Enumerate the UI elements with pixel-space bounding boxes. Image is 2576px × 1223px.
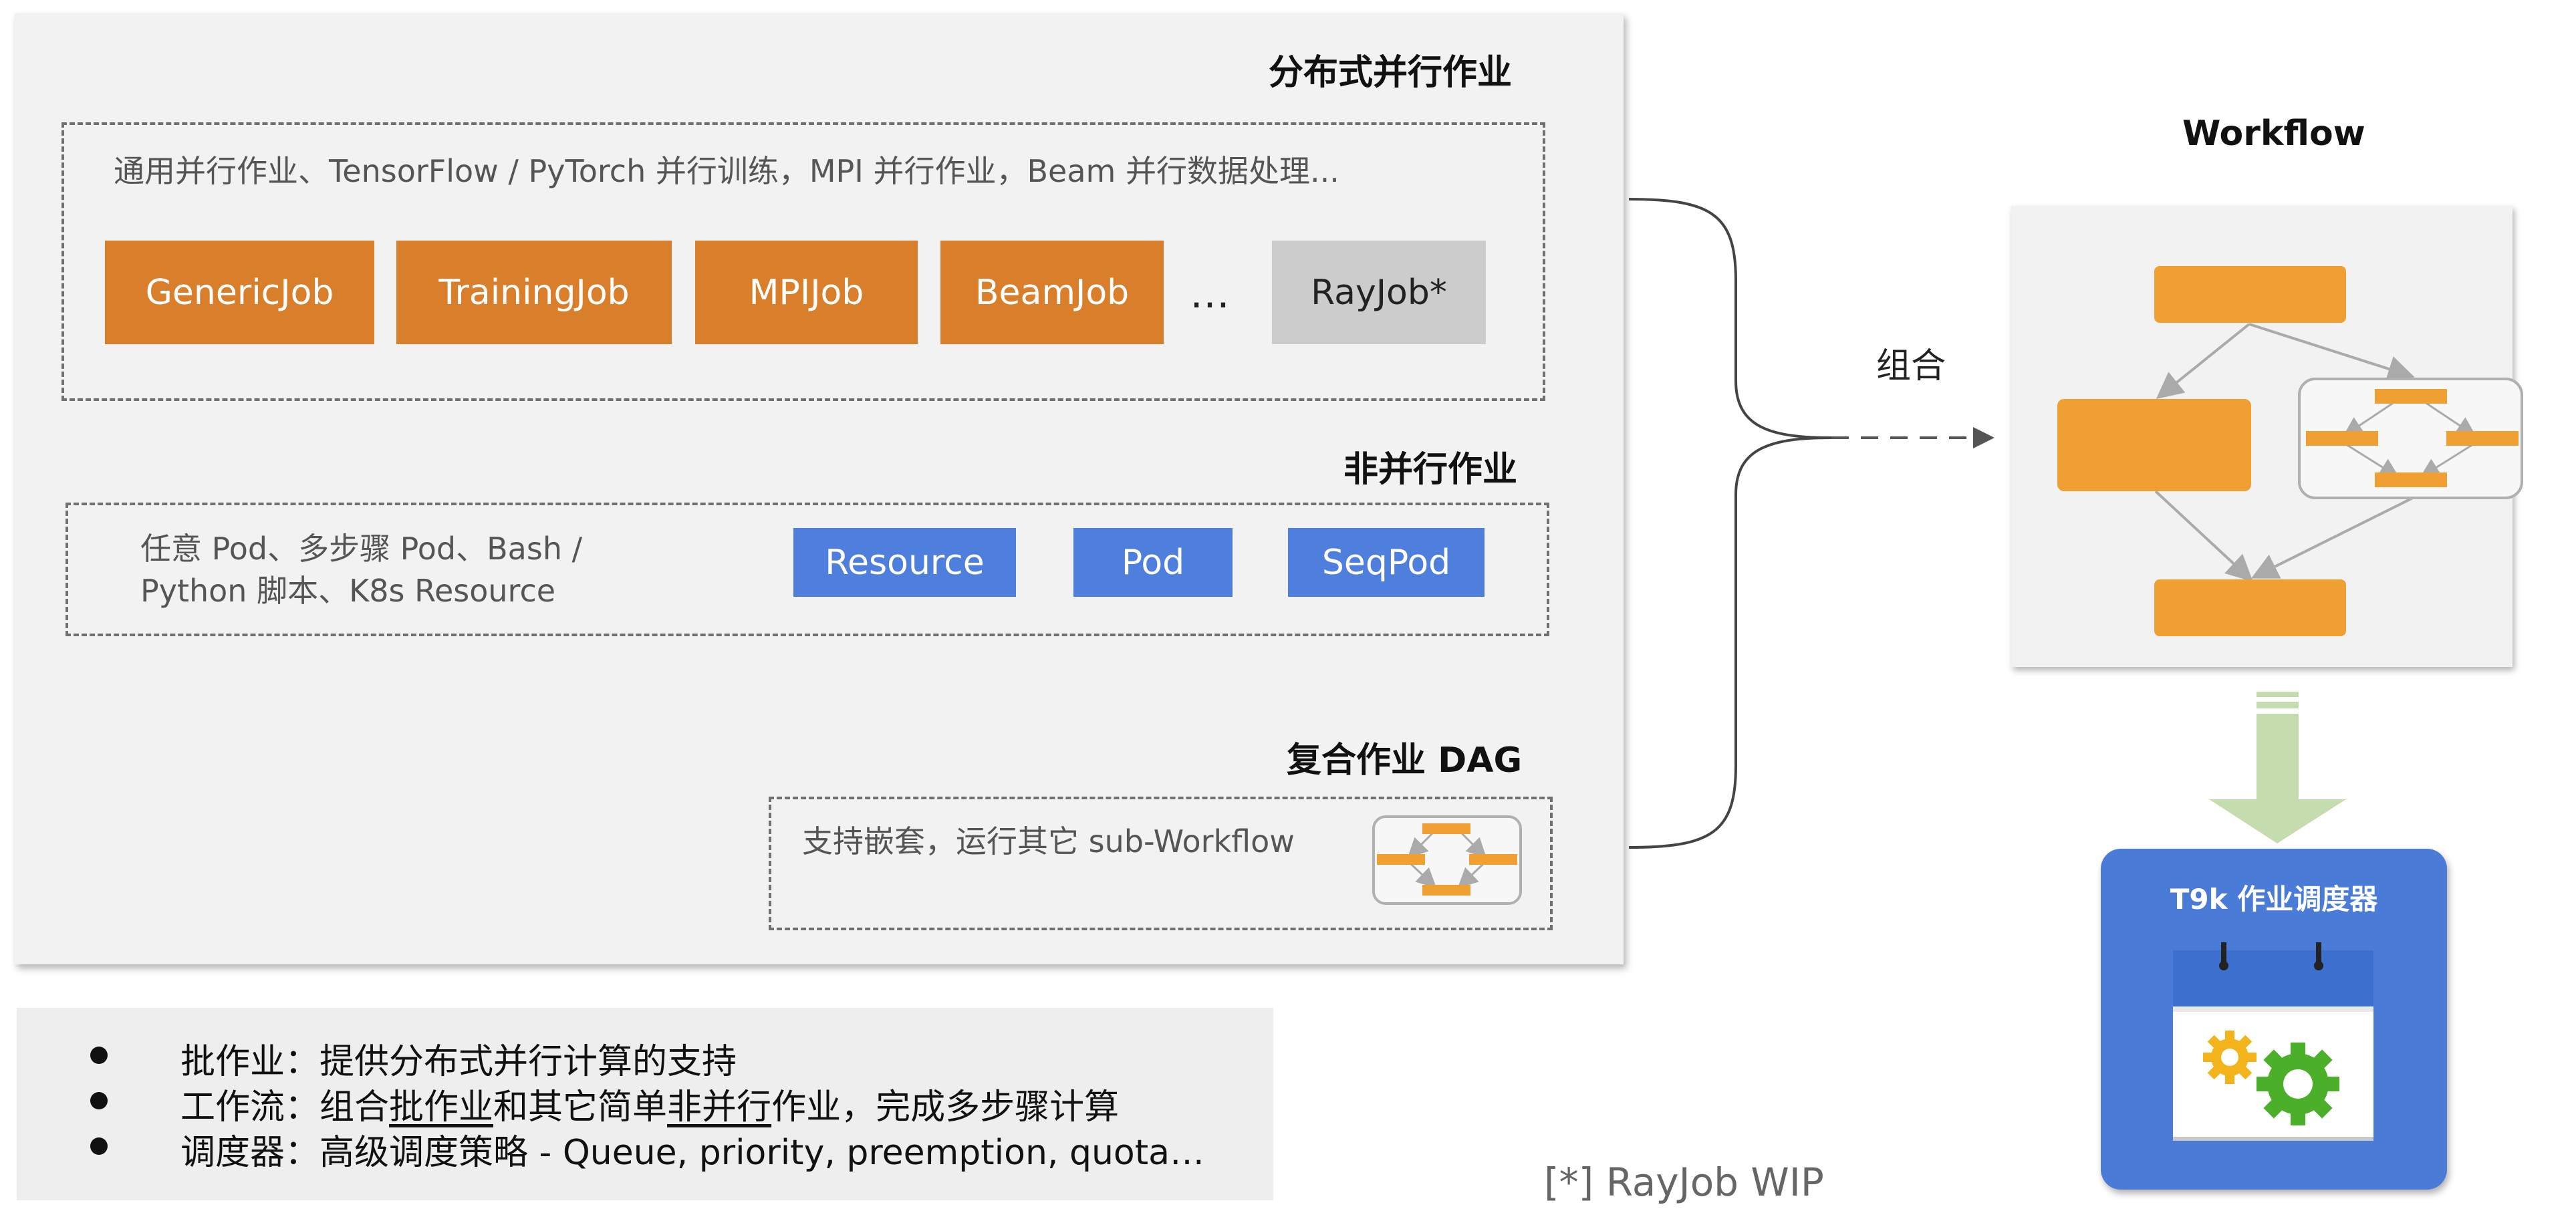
mini-dag-icon xyxy=(1372,815,1522,905)
seqpod-job-box: SeqPod xyxy=(1288,528,1485,597)
scheduler-title: T9k 作业调度器 xyxy=(2170,883,2378,916)
dag-jobs-description: 支持嵌套，运行其它 sub-Workflow xyxy=(802,823,1295,859)
workflow-node-top xyxy=(2154,266,2346,323)
workflow-title: Workflow xyxy=(2182,114,2365,154)
non-parallel-description-line1: 任意 Pod、多步骤 Pod、Bash / xyxy=(140,531,583,567)
rayjob-footnote: [*] RayJob WIP xyxy=(1544,1160,1824,1205)
calendar-gears-icon xyxy=(2173,942,2373,1141)
resource-job-box: Resource xyxy=(793,528,1016,597)
combine-label: 组合 xyxy=(1876,346,1946,386)
job-types-panel xyxy=(15,13,1624,964)
dag-jobs-title: 复合作业 DAG xyxy=(1287,740,1523,781)
beam-job-box: BeamJob xyxy=(940,241,1164,344)
non-parallel-description-line2: Python 脚本、K8s Resource xyxy=(140,573,556,609)
more-jobs-ellipsis: … xyxy=(1190,271,1230,317)
mpi-job-box: MPIJob xyxy=(695,241,918,344)
combine-brace xyxy=(1628,198,1994,849)
bullet-text-part: 工作流：组合 xyxy=(180,1087,390,1127)
bullet-dot xyxy=(90,1092,108,1109)
non-parallel-jobs-box xyxy=(66,503,1549,636)
bullet-text: 工作流：组合批作业和其它简单非并行作业，完成多步骤计算 xyxy=(180,1079,1119,1129)
training-job-box: TrainingJob xyxy=(396,241,672,344)
generic-job-box: GenericJob xyxy=(105,241,374,344)
distributed-jobs-description: 通用并行作业、TensorFlow / PyTorch 并行训练，MPI 并行作… xyxy=(114,153,1339,189)
bullet-text: 批作业：提供分布式并行计算的支持 xyxy=(180,1042,737,1082)
bullet-dot xyxy=(90,1047,108,1064)
distributed-jobs-title: 分布式并行作业 xyxy=(1269,53,1513,93)
bullet-dot xyxy=(90,1137,108,1155)
non-parallel-jobs-title: 非并行作业 xyxy=(1343,450,1518,490)
summary-bullets: 批作业：提供分布式并行计算的支持 工作流：组合批作业和其它简单非并行作业，完成多… xyxy=(17,1008,1273,1200)
bullet-text-part: 和其它简单 xyxy=(493,1087,668,1127)
underlined-batch-jobs: 批作业 xyxy=(389,1087,494,1127)
distributed-jobs-box xyxy=(61,122,1545,401)
workflow-node-bottom xyxy=(2154,579,2346,636)
scheduler-card: T9k 作业调度器 xyxy=(2101,849,2447,1190)
ray-job-box: RayJob* xyxy=(1272,241,1486,344)
underlined-non-parallel: 非并行 xyxy=(667,1087,772,1127)
bullet-text-part: 作业，完成多步骤计算 xyxy=(771,1087,1120,1127)
pod-job-box: Pod xyxy=(1073,528,1233,597)
workflow-node-left xyxy=(2057,399,2251,491)
bullet-text: 调度器：高级调度策略 - Queue, priority, preemption… xyxy=(180,1133,1204,1173)
nested-sub-workflow xyxy=(2298,378,2523,499)
down-arrow-to-scheduler xyxy=(2209,692,2346,843)
workflow-dag xyxy=(2057,266,2523,636)
dag-jobs-box xyxy=(769,797,1553,930)
